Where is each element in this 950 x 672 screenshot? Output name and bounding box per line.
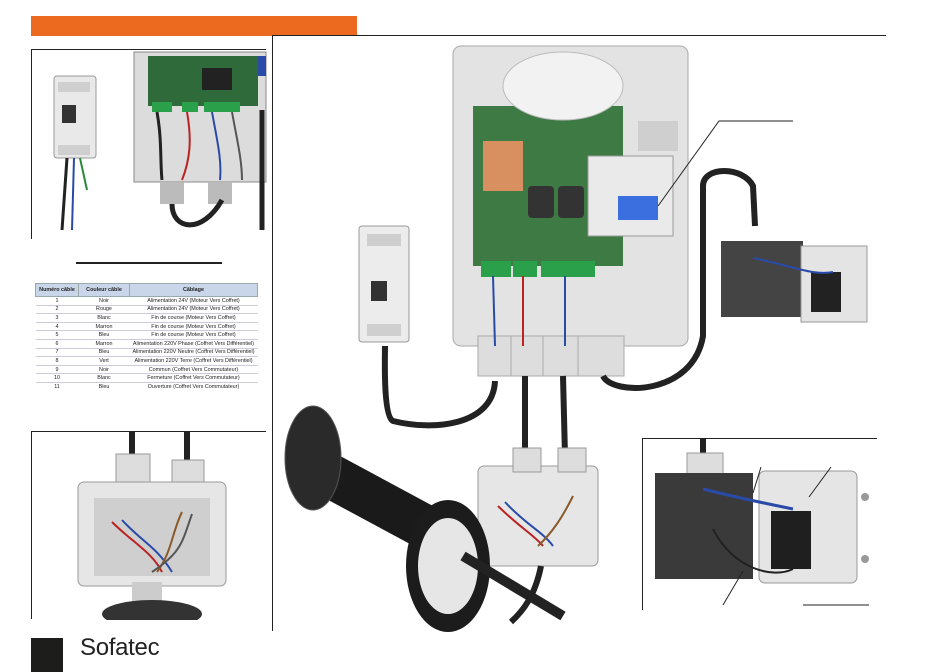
cell-cable-color: Bleu: [78, 330, 130, 340]
cell-wiring: Alimentation 220V Neutre (Coffret Vers D…: [129, 348, 258, 358]
header-wiring: Câblage: [129, 283, 258, 297]
cell-cable-number: 5: [35, 330, 79, 340]
header-cable-number: Numéro câble: [35, 283, 79, 297]
junction-box-photo: [31, 431, 267, 620]
cell-cable-number: 10: [35, 373, 79, 383]
cell-cable-number: 4: [35, 322, 79, 332]
wiring-diagram-render: [272, 35, 887, 632]
cell-wiring: Alimentation 220V Phase (Coffret Vers Di…: [129, 339, 258, 349]
table-title-underline: [76, 262, 222, 264]
cell-cable-number: 2: [35, 305, 79, 315]
cell-cable-number: 6: [35, 339, 79, 349]
cell-cable-number: 3: [35, 313, 79, 323]
cell-cable-color: Blanc: [78, 313, 130, 323]
cell-wiring: Fermeture (Coffret Vers Commutateur): [129, 373, 258, 383]
cell-cable-color: Blanc: [78, 373, 130, 383]
cell-cable-number: 8: [35, 356, 79, 366]
cell-cable-color: Rouge: [78, 305, 130, 315]
cell-cable-color: Marron: [78, 322, 130, 332]
header-accent-bar: [31, 16, 357, 36]
cell-cable-number: 1: [35, 296, 79, 306]
cell-wiring: Alimentation 220V Terre (Coffret Vers Di…: [129, 356, 258, 366]
cell-wiring: Ouverture (Coffret Vers Commutateur): [129, 382, 258, 390]
cell-cable-color: Noir: [78, 365, 130, 375]
cell-cable-color: Marron: [78, 339, 130, 349]
cell-wiring: Alimentation 24V (Moteur Vers Coffret): [129, 305, 258, 315]
control-box-photo: [31, 49, 267, 240]
header-cable-color: Couleur câble: [78, 283, 130, 297]
cell-cable-number: 9: [35, 365, 79, 375]
cell-cable-color: Bleu: [78, 382, 130, 390]
cell-wiring: Commun (Coffret Vers Commutateur): [129, 365, 258, 375]
cell-wiring: Fin de course (Moteur Vers Coffret): [129, 313, 258, 323]
brand-logo-mark: [31, 638, 63, 672]
cell-wiring: Fin de course (Moteur Vers Coffret): [129, 330, 258, 340]
cell-cable-color: Noir: [78, 296, 130, 306]
switch-box-detail: [642, 438, 878, 611]
cell-wiring: Fin de course (Moteur Vers Coffret): [129, 322, 258, 332]
cell-cable-number: 11: [35, 382, 79, 390]
cell-cable-color: Vert: [78, 356, 130, 366]
cell-cable-color: Bleu: [78, 348, 130, 358]
cell-wiring: Alimentation 24V (Moteur Vers Coffret): [129, 296, 258, 306]
cell-cable-number: 7: [35, 348, 79, 358]
brand-logo-text: Sofatec: [80, 634, 160, 661]
